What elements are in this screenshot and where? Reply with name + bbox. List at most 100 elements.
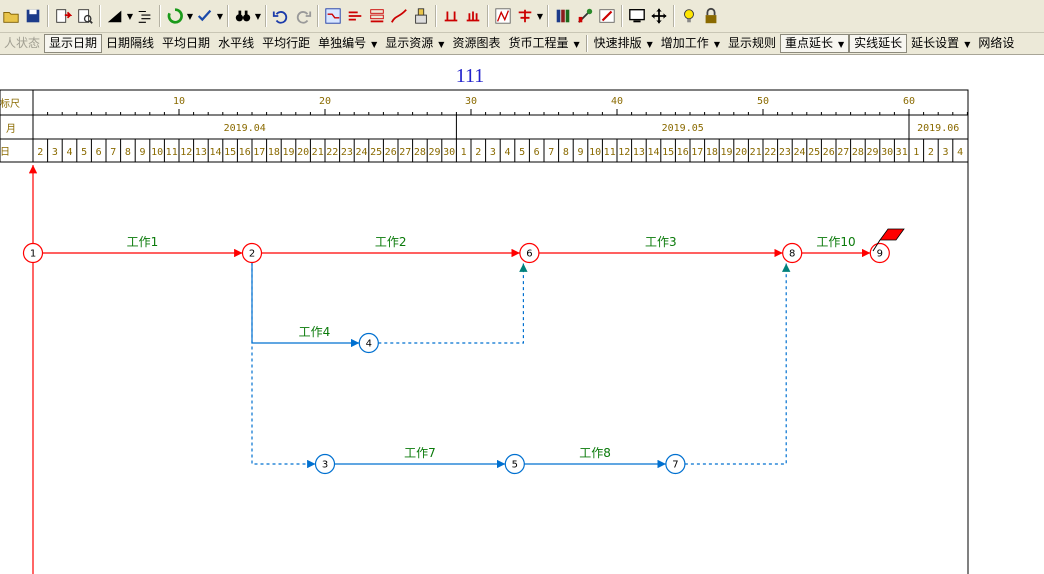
toolbar-button-6[interactable]: 单独编号▼ [314, 34, 381, 53]
monitor-icon[interactable] [626, 5, 648, 27]
activity-label: 工作1 [127, 235, 159, 249]
ruler-tick-label: 50 [757, 96, 769, 107]
bars-icon[interactable] [366, 5, 388, 27]
day-label: 6 [534, 147, 540, 158]
zigzag-icon[interactable] [492, 5, 514, 27]
check-icon[interactable] [194, 5, 216, 27]
chevron-down-icon: ▼ [371, 40, 378, 49]
move-icon[interactable] [648, 5, 670, 27]
day-label: 5 [519, 147, 525, 158]
chevron-down-icon[interactable]: ▼ [254, 11, 262, 21]
toolbar-button-3[interactable]: 平均日期 [158, 34, 214, 53]
chevron-down-icon[interactable]: ▼ [186, 11, 194, 21]
day-label: 7 [110, 147, 116, 158]
day-label: 9 [139, 147, 145, 158]
toolbar-button-14[interactable]: 实线延长 [849, 34, 908, 53]
dropdown-icon[interactable] [514, 5, 536, 27]
toolbar-button-16[interactable]: 网络设 [974, 34, 1018, 53]
chart-title: 111 [456, 65, 485, 87]
chevron-down-icon: ▼ [713, 40, 720, 49]
toolbar-button-12[interactable]: 显示规则 [724, 34, 780, 53]
toolbar-separator [227, 5, 229, 27]
day-label: 9 [577, 147, 583, 158]
day-label: 15 [662, 147, 674, 158]
toolbar-button-15[interactable]: 延长设置▼ [907, 34, 974, 53]
bulb-icon[interactable] [678, 5, 700, 27]
event-node-circle [665, 453, 686, 475]
chevron-down-icon[interactable]: ▼ [216, 11, 224, 21]
refresh-icon[interactable] [164, 5, 186, 27]
toolbar-button-5[interactable]: 平均行距 [258, 34, 314, 53]
month-label: 2019.05 [662, 123, 704, 134]
save-icon[interactable] [22, 5, 44, 27]
toolbar-separator [673, 5, 675, 27]
day-label: 20 [735, 147, 747, 158]
toolbar-button-label: 网络设 [978, 36, 1015, 50]
day-label: 3 [490, 147, 496, 158]
day-label: 22 [326, 147, 338, 158]
day-label: 17 [253, 147, 265, 158]
toolbar-separator [47, 5, 49, 27]
event-node-label: 8 [789, 249, 795, 260]
toolbar-button-label: 日期隔线 [106, 36, 155, 50]
day-label: 4 [957, 147, 963, 158]
day-label: 15 [224, 147, 236, 158]
split-a-icon[interactable] [440, 5, 462, 27]
activity-label: 工作2 [375, 235, 407, 249]
toolbar-button-10[interactable]: 快速排版▼ [590, 34, 657, 53]
day-label: 18 [706, 147, 718, 158]
resource-icon[interactable] [410, 5, 432, 27]
open-folder-icon[interactable] [0, 5, 22, 27]
chevron-down-icon[interactable]: ▼ [126, 11, 134, 21]
event-node-label: 4 [366, 339, 372, 350]
event-node-label: 3 [322, 460, 328, 471]
undo-icon[interactable] [270, 5, 292, 27]
event-node-circle [314, 453, 336, 475]
toolbar-separator [621, 5, 623, 27]
toolbar-button-9[interactable]: 货币工程量▼ [504, 34, 583, 53]
split-b-icon[interactable] [462, 5, 484, 27]
chevron-down-icon[interactable]: ▼ [536, 11, 544, 21]
redo-icon[interactable] [292, 5, 314, 27]
day-label: 18 [268, 147, 280, 158]
draw-line-icon[interactable] [104, 5, 126, 27]
toolbar-button-2[interactable]: 日期隔线 [102, 34, 158, 53]
curve-icon[interactable] [388, 5, 410, 27]
print-preview-icon[interactable] [74, 5, 96, 27]
edit-icon[interactable] [596, 5, 618, 27]
toolbar-separator [487, 5, 489, 27]
tools-icon[interactable] [574, 5, 596, 27]
toolbar-button-0[interactable]: 人状态 [0, 34, 44, 53]
toolbar-button-7[interactable]: 显示资源▼ [381, 34, 448, 53]
toolbar-button-13[interactable]: 重点延长▼ [779, 34, 850, 53]
show-network-icon[interactable] [322, 5, 344, 27]
activity-label: 工作4 [299, 325, 331, 339]
day-label: 16 [239, 147, 251, 158]
toolbar-button-8[interactable]: 资源图表 [448, 34, 504, 53]
outline-icon[interactable] [134, 5, 156, 27]
binoculars-icon[interactable] [232, 5, 254, 27]
toolbar-separator [547, 5, 549, 27]
month-label: 2019.06 [917, 123, 959, 134]
day-label: 8 [563, 147, 569, 158]
gantt-icon[interactable] [344, 5, 366, 27]
event-node-label: 7 [672, 460, 678, 471]
lock-icon[interactable] [700, 5, 722, 27]
day-label: 10 [151, 147, 163, 158]
toolbar-button-4[interactable]: 水平线 [214, 34, 258, 53]
toolbar-separator [99, 5, 101, 27]
day-label: 3 [52, 147, 58, 158]
toolbar-button-label: 显示日期 [49, 36, 98, 50]
toolbar-button-11[interactable]: 增加工作▼ [657, 34, 724, 53]
export-icon[interactable] [52, 5, 74, 27]
ruler-tick-label: 10 [173, 96, 185, 107]
day-label: 31 [896, 147, 908, 158]
day-label: 10 [589, 147, 601, 158]
activity-label: 工作10 [816, 235, 855, 249]
toolbar-button-label: 延长设置 [911, 36, 960, 50]
day-label: 14 [647, 147, 659, 158]
toolbar-button-1[interactable]: 显示日期 [44, 34, 103, 53]
day-label: 26 [385, 147, 397, 158]
books-icon[interactable] [552, 5, 574, 27]
